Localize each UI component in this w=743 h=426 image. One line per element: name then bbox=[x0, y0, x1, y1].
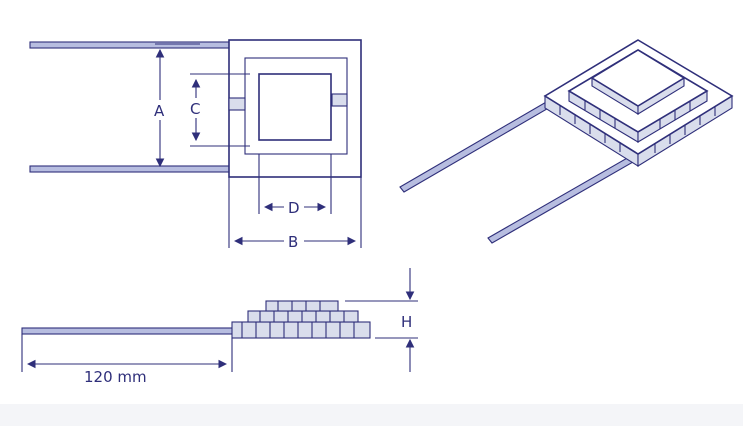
top-lead-wire-upper bbox=[29, 41, 231, 49]
top-lead-wire-lower bbox=[29, 165, 231, 173]
side-bottom-stage bbox=[231, 321, 371, 339]
outer-plate bbox=[228, 39, 362, 178]
iso-top-stage-top bbox=[590, 49, 686, 107]
side-lead-wire bbox=[21, 327, 235, 335]
left-tab bbox=[228, 97, 246, 111]
label-h: H bbox=[401, 313, 412, 331]
bottom-band bbox=[0, 404, 743, 426]
right-tab bbox=[331, 93, 348, 107]
label-d: D bbox=[288, 199, 300, 217]
top-view: A C D B bbox=[29, 39, 362, 251]
label-c: C bbox=[190, 100, 200, 118]
side-middle-stage bbox=[247, 310, 359, 323]
isometric-view bbox=[399, 39, 734, 244]
label-a: A bbox=[154, 102, 165, 120]
label-b: B bbox=[288, 233, 298, 251]
label-length: 120 mm bbox=[84, 368, 147, 386]
iso-stage-hatching bbox=[559, 100, 716, 153]
inner-plate bbox=[258, 73, 332, 141]
iso-lead-wire-lower bbox=[487, 152, 641, 244]
side-top-stage bbox=[265, 300, 339, 312]
side-view: H 120 mm bbox=[21, 268, 418, 386]
side-stage-hatching bbox=[241, 301, 355, 338]
iso-lead-wire-upper bbox=[399, 100, 553, 193]
